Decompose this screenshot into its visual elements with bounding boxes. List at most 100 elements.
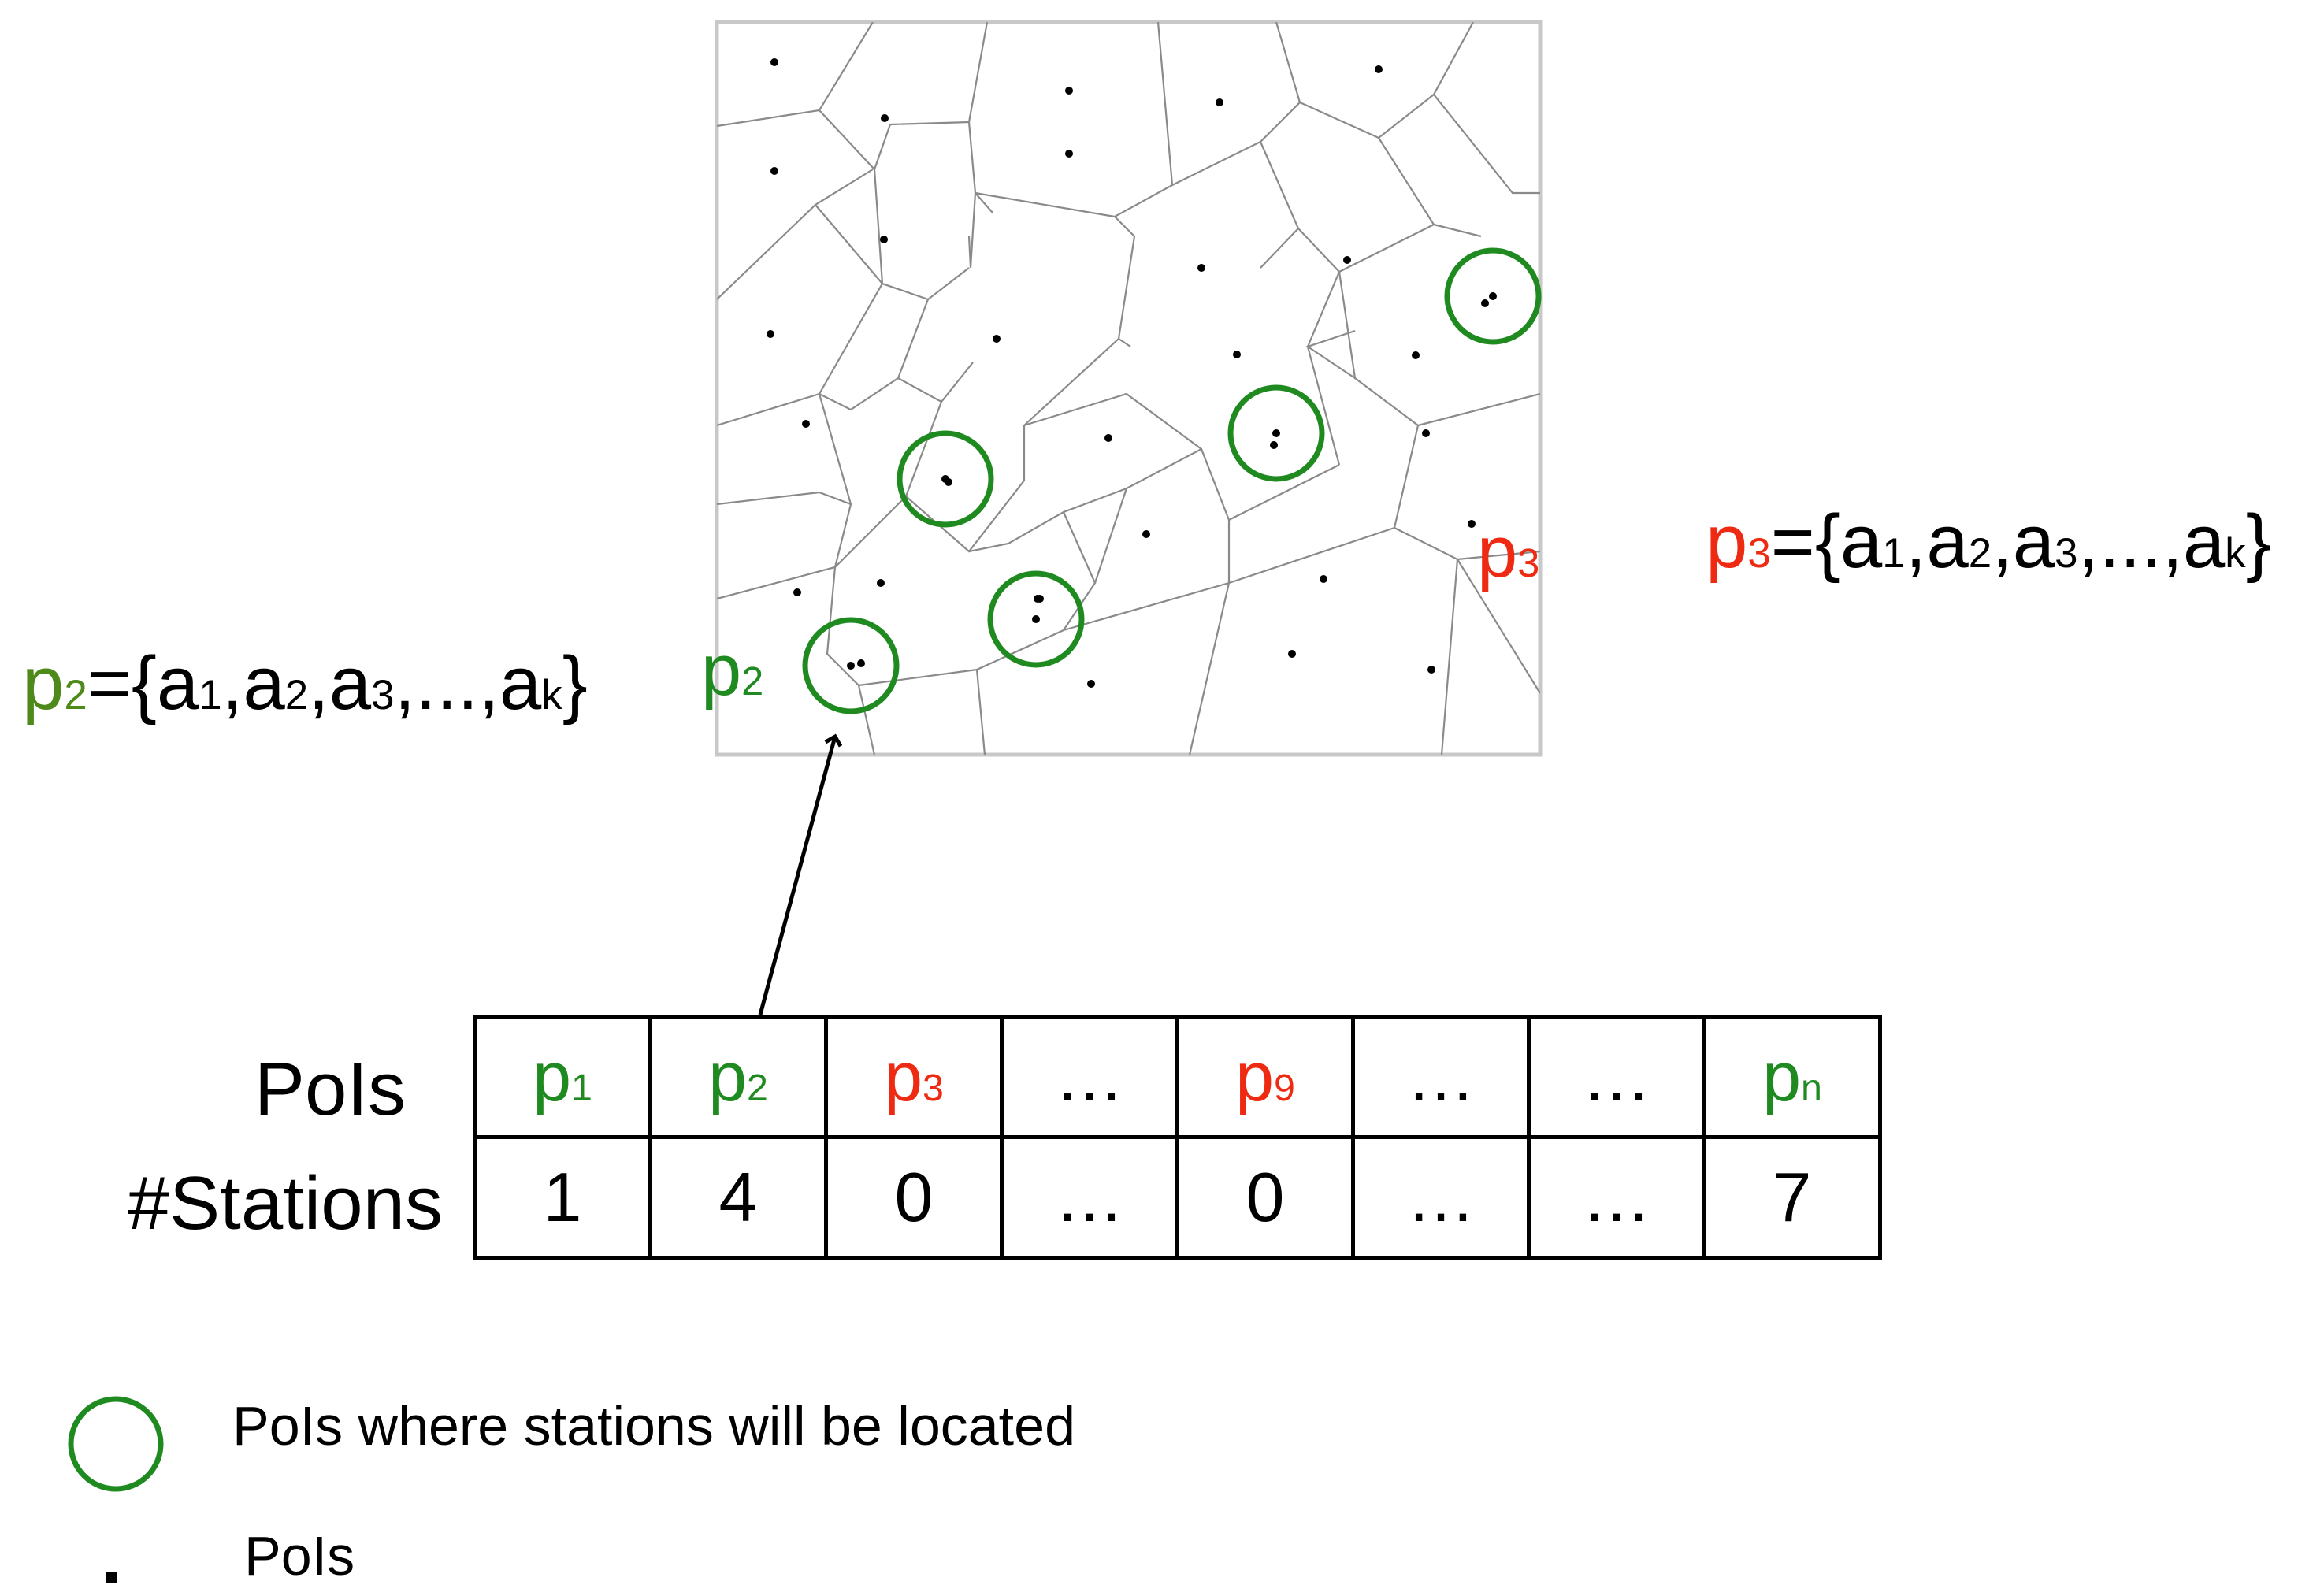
poi-dot (767, 330, 774, 338)
station-count-cell: 0 (824, 1135, 1004, 1260)
station-count-cell: … (1527, 1135, 1706, 1260)
set-sub-3: 3 (371, 672, 395, 718)
poi-dot (1036, 595, 1044, 603)
poi-dot (847, 662, 855, 670)
p2-set-sub: 2 (64, 672, 87, 718)
station-count-cell: 0 (1175, 1135, 1355, 1260)
poi-dot (1065, 87, 1073, 95)
voronoi-cell-edges (717, 22, 1540, 755)
poi-dot (941, 475, 949, 483)
poi-dot (1142, 530, 1150, 538)
poi-dot (1032, 615, 1040, 623)
arrow-pointer (758, 733, 843, 1015)
p2-map-sub: 2 (741, 659, 764, 703)
set-ellipsis: ,..., (2077, 499, 2183, 584)
station-circles (802, 247, 1542, 714)
poi-dot (770, 167, 778, 175)
poi-name: p (1762, 1037, 1802, 1115)
station-circle (897, 430, 994, 528)
station-count-cell: … (1351, 1135, 1531, 1260)
set-ellipsis: ,..., (394, 641, 499, 726)
legend-circle-label: PoIs where stations will be located (232, 1395, 1075, 1457)
p3-set-sub: 3 (1747, 530, 1771, 577)
p3-map-label: p3 (1477, 516, 1539, 588)
station-circle (802, 617, 900, 714)
legend-circle-icon (68, 1396, 164, 1492)
poi-sub: 2 (747, 1067, 768, 1109)
set-sub-2: 2 (284, 672, 309, 718)
poi-dot (1412, 351, 1420, 359)
poi-dot (1087, 680, 1095, 688)
poi-dot (1270, 441, 1278, 449)
poi-cell: … (1527, 1015, 1706, 1139)
poi-dot (877, 579, 885, 587)
poi-cell: … (1351, 1015, 1531, 1139)
station-count-cell: 7 (1702, 1135, 1882, 1260)
poi-dot (1104, 434, 1112, 442)
poi-sub: 3 (923, 1067, 944, 1109)
poi-dot (1343, 256, 1351, 264)
poi-dot (880, 236, 888, 243)
set-sub-1: 1 (199, 672, 222, 718)
p3-map-name: p (1477, 512, 1518, 592)
poi-dot (1489, 292, 1497, 300)
poi-dot (857, 659, 865, 667)
set-sub-2: 2 (1968, 530, 1992, 577)
poi-name: p (884, 1037, 923, 1115)
poi-cell: p2 (648, 1015, 828, 1139)
poi-dot (802, 420, 810, 428)
station-count-cell: … (1000, 1135, 1179, 1260)
poi-dot (1197, 264, 1205, 272)
poi-cell: p3 (824, 1015, 1004, 1139)
poi-dot (1468, 520, 1476, 528)
set-last: a (2182, 499, 2226, 584)
p2-set-name: p (22, 641, 65, 726)
poi-dots (767, 58, 1489, 688)
poi-dot (1375, 65, 1383, 73)
poi-dot (993, 335, 1001, 343)
station-count-cell: 1 (473, 1135, 652, 1260)
station-count-cell: 4 (648, 1135, 828, 1260)
poi-dot (1320, 575, 1327, 583)
legend-dot-label: PoIs (244, 1525, 355, 1587)
station-circle (1444, 247, 1542, 345)
poi-name: p (533, 1037, 572, 1115)
set-sub-1: 1 (1882, 530, 1906, 577)
p2-map-name: p (701, 630, 742, 711)
row-label-stations: #Stations (127, 1161, 443, 1245)
poi-name: … (1055, 1037, 1124, 1115)
p3-set-open: ={a (1770, 499, 1883, 584)
poi-dot (1216, 98, 1223, 106)
p2-set-open: ={a (87, 641, 199, 726)
set-item-3: a (2012, 499, 2055, 584)
set-item-2: a (243, 641, 285, 726)
p2-set-label: p2={a1,a2,a3,...,ak} (22, 641, 588, 726)
poi-dot (1288, 650, 1296, 658)
poi-name: p (708, 1037, 748, 1115)
poi-cell: p1 (473, 1015, 652, 1139)
set-last-sub: k (541, 672, 562, 718)
poi-sub: n (1801, 1067, 1822, 1109)
poi-cell: … (1000, 1015, 1179, 1139)
poi-sub: 1 (571, 1067, 592, 1109)
poi-name: … (1582, 1037, 1651, 1115)
p2-map-label: p2 (701, 634, 763, 707)
poi-dot (770, 58, 778, 66)
poi-dot (1427, 666, 1435, 674)
station-circle (1227, 384, 1325, 482)
set-sub-3: 3 (2055, 530, 2078, 577)
poi-cell: p9 (1175, 1015, 1355, 1139)
poi-dot (793, 588, 801, 596)
set-item-2: a (1926, 499, 1969, 584)
poi-dot (1272, 429, 1280, 437)
poi-dot (1065, 150, 1073, 158)
poi-dot (881, 114, 889, 122)
poi-dot (1481, 299, 1489, 307)
set-last-sub: k (2225, 530, 2246, 577)
poi-dot (1422, 429, 1430, 437)
poi-name: … (1406, 1037, 1476, 1115)
p3-set-label: p3={a1,a2,a3,...,ak} (1706, 499, 2271, 584)
